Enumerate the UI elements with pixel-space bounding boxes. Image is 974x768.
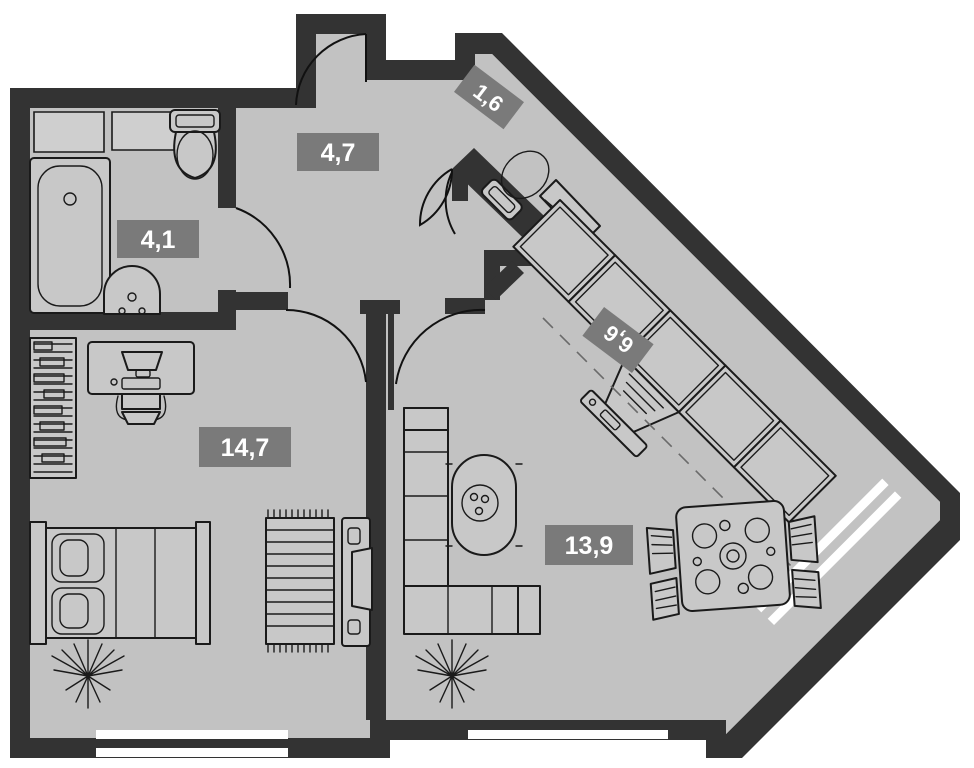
outer-walls <box>10 14 960 758</box>
chair-icon-left-2 <box>649 577 680 621</box>
cabinet-1-inner <box>519 206 609 296</box>
bathtub-inner <box>37 165 103 307</box>
coffee-table-icon <box>445 454 523 556</box>
rug-icon <box>265 509 335 653</box>
dresser-icon <box>341 517 373 647</box>
area-value-bathroom: 4,1 <box>141 226 176 254</box>
wc-diagonal-return <box>484 261 524 300</box>
wall-structure <box>10 14 960 758</box>
chair-icon-desk <box>115 393 167 425</box>
wc-door <box>418 168 454 227</box>
area-badge-living <box>545 525 633 565</box>
area-label-hallway: 4,7 <box>297 133 379 171</box>
area-label-bathroom: 4,1 <box>117 220 199 258</box>
toilet-icon <box>169 109 221 180</box>
bathroom-south-wall <box>30 312 236 330</box>
bathroom-east-wall <box>218 108 236 208</box>
living-window <box>468 730 668 739</box>
area-badge-wc <box>454 64 524 130</box>
area-badge-bathroom <box>117 220 199 258</box>
area-label-bedroom: 14,7 <box>199 427 291 467</box>
kitchen-units <box>512 199 837 524</box>
chair-icon-right-2 <box>791 568 822 609</box>
entrance-door <box>295 33 367 106</box>
wc-west-wall <box>452 169 468 201</box>
desk-icon <box>87 341 195 395</box>
cabinet-4-inner <box>685 371 775 461</box>
wc-door-arc <box>444 171 456 235</box>
living-window-2 <box>468 748 668 757</box>
chair-icon-left <box>645 526 677 575</box>
plant-icon-living <box>415 639 489 709</box>
bedroom-furniture <box>29 337 373 709</box>
bedroom-living-divider-inner <box>388 310 394 410</box>
area-label-living: 13,9 <box>545 525 633 565</box>
chair-icon-right <box>787 515 819 564</box>
dining-table-icon <box>645 500 822 621</box>
area-value-hallway: 4,7 <box>321 139 356 167</box>
area-badge-kitchen <box>582 306 654 374</box>
plant-icon-bedroom <box>51 639 125 709</box>
area-value-living: 13,9 <box>565 532 614 560</box>
bed-icon <box>29 521 211 645</box>
shelf-panel-left <box>33 111 105 153</box>
bath-drain-icon <box>63 192 77 206</box>
area-badge-bedroom <box>199 427 291 467</box>
area-badge-hallway <box>297 133 379 171</box>
bedroom-living-divider <box>366 310 386 720</box>
bathtub-icon <box>29 157 111 314</box>
cabinet-3-inner <box>630 316 720 406</box>
bathroom-fixtures <box>29 109 221 315</box>
shelf-panel-right <box>111 111 179 151</box>
sofa-icon <box>403 407 541 635</box>
bedroom-window-2 <box>96 748 288 757</box>
cabinet-5-inner <box>740 426 830 517</box>
divider-head <box>360 300 400 314</box>
area-value-bedroom: 14,7 <box>221 434 270 462</box>
bathroom-door <box>235 207 292 289</box>
hallway-west-stub <box>236 292 288 310</box>
wc-fixtures <box>480 150 550 221</box>
cabinet-5 <box>732 419 837 524</box>
control-panel <box>580 389 648 458</box>
wardrobe-icon <box>29 337 77 479</box>
cooktop-icon <box>580 357 680 458</box>
zone-separator <box>542 317 801 576</box>
toilet-icon-wc <box>480 150 550 221</box>
sink-icon <box>103 265 161 315</box>
door-swings <box>235 33 486 385</box>
bedroom-window <box>96 730 288 739</box>
bedroom-door <box>285 308 367 383</box>
living-door <box>395 308 486 385</box>
living-furniture <box>403 407 822 709</box>
